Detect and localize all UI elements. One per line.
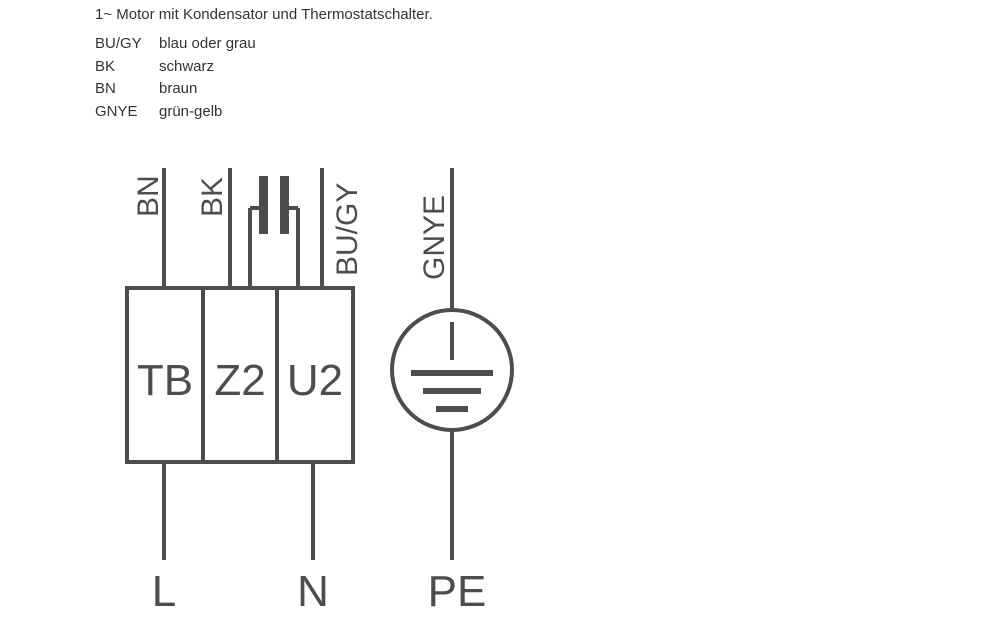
wire-label-bn: BN xyxy=(132,175,165,217)
earth-bar-long xyxy=(411,370,493,376)
legend-code: GNYE xyxy=(95,102,138,120)
output-label-n: N xyxy=(297,567,329,616)
wire-label-gnye: GNYE xyxy=(418,195,451,280)
legend-code: BU/GY xyxy=(95,35,142,52)
diagram-title: 1~ Motor mit Kondensator und Thermostats… xyxy=(95,6,433,23)
capacitor-plate xyxy=(259,176,268,234)
wire-label-bugy: BU/GY xyxy=(331,183,364,276)
legend-code: BN xyxy=(95,80,116,97)
legend-row: GNYE grün-gelb xyxy=(95,101,256,124)
earth-bar-short xyxy=(436,406,468,412)
legend-row: BN braun xyxy=(95,78,256,101)
legend-meaning: grün-gelb xyxy=(159,102,223,120)
legend-meaning: blau oder grau xyxy=(159,35,256,52)
terminal-label-u2: U2 xyxy=(287,356,343,405)
legend-code: BK xyxy=(95,57,116,75)
terminal-label-z2: Z2 xyxy=(214,356,265,405)
legend-meaning: schwarz xyxy=(159,57,215,75)
output-label-pe: PE xyxy=(428,567,487,616)
wire-label-bk: BK xyxy=(196,177,229,217)
terminal-block xyxy=(125,286,355,464)
terminal-label-tb: TB xyxy=(137,356,193,405)
earth-bar-mid xyxy=(423,388,481,394)
legend-row: BK schwarz xyxy=(95,56,256,79)
legend-row: BU/GY blau oder grau xyxy=(95,33,256,56)
color-legend: BU/GY blau oder grau BK schwarz BN braun… xyxy=(95,33,256,123)
earth-symbol-ring xyxy=(390,308,514,432)
legend-meaning: braun xyxy=(159,80,198,97)
output-label-l: L xyxy=(152,567,176,616)
capacitor-plate xyxy=(280,176,289,234)
